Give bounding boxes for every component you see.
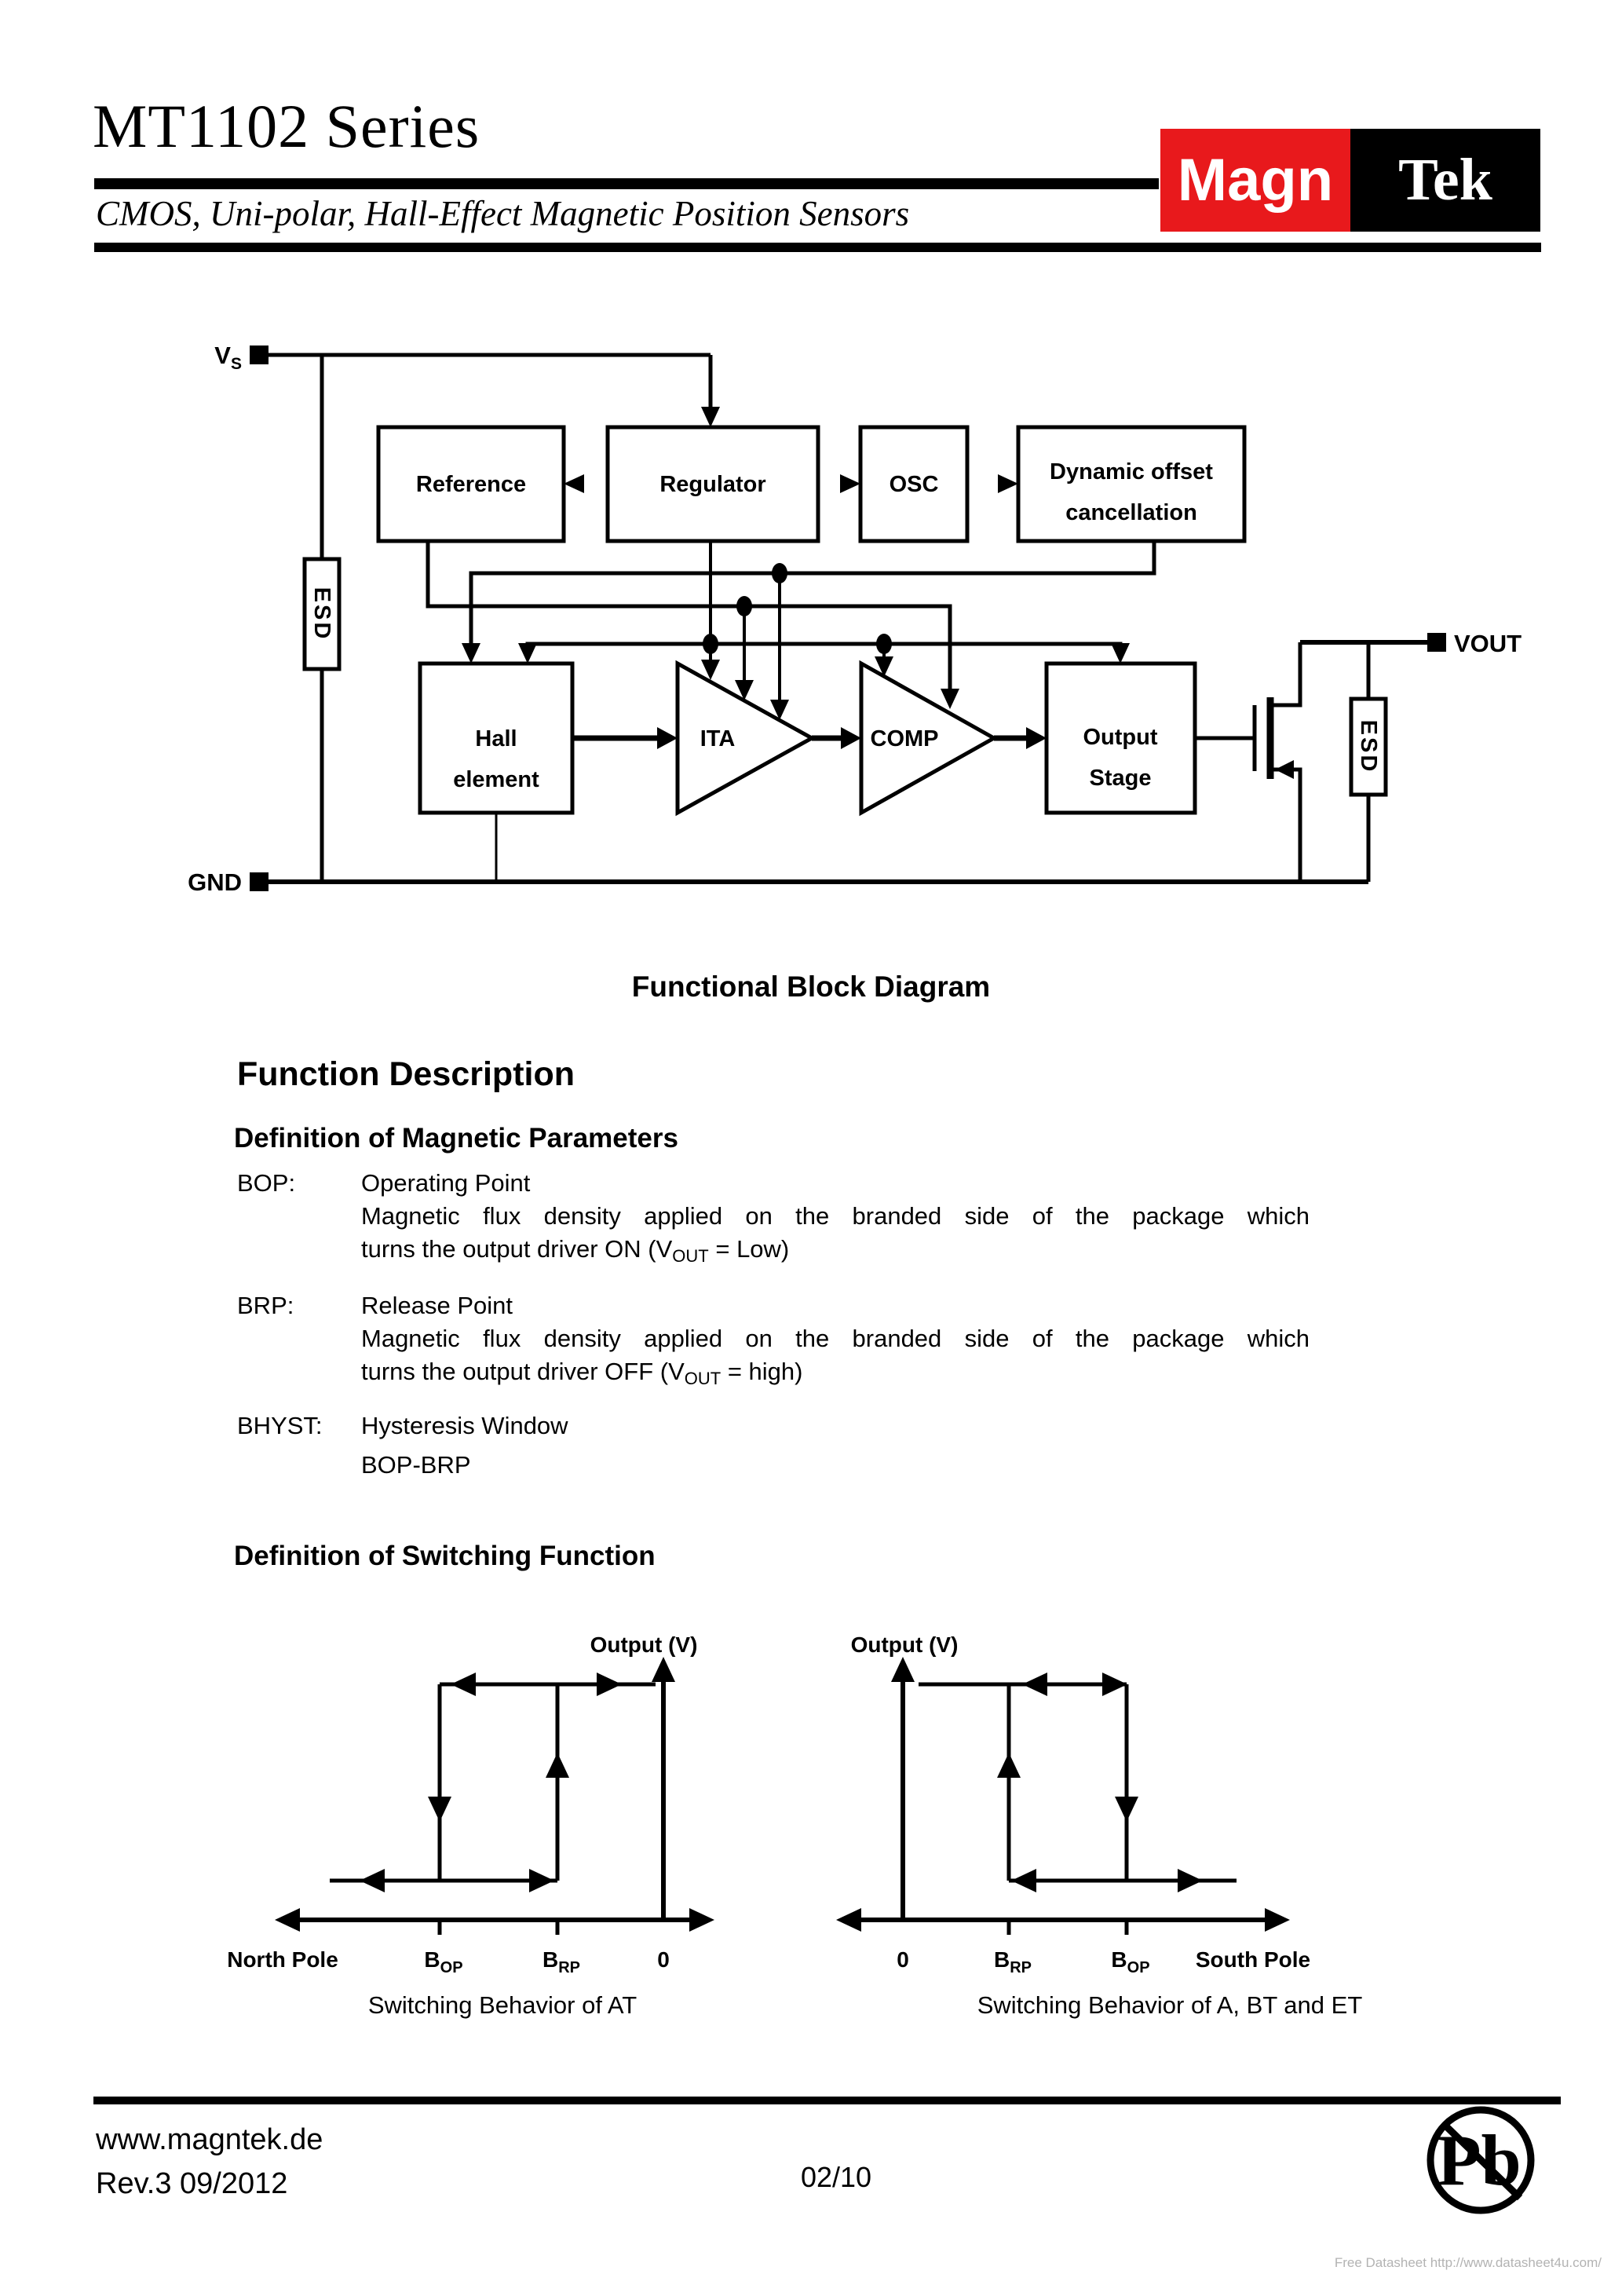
terminal-vs: VS: [214, 342, 269, 373]
output-stage-label-1: Output: [1083, 725, 1157, 750]
block-esd-right: ESD: [1349, 696, 1388, 797]
definition-body-line: Magnetic flux density applied on the bra…: [361, 1325, 1310, 1352]
gnd-label: GND: [188, 868, 242, 896]
left-graph-brp-label: BRP: [542, 1947, 580, 1976]
hall-label-1: Hall: [475, 726, 517, 751]
footer-revision: Rev.3 09/2012: [96, 2167, 288, 2200]
watermark-text: Free Datasheet http://www.datasheet4u.co…: [1334, 2255, 1602, 2270]
comp-label: COMP: [871, 726, 939, 751]
vs-label: V: [214, 342, 231, 369]
reference-label: Reference: [416, 472, 526, 497]
dynamic-offset-label-1: Dynamic offset: [1050, 459, 1213, 484]
output-stage-label-2: Stage: [1090, 766, 1152, 791]
definition-body-line: turns the output driver OFF (VOUT = high…: [361, 1358, 803, 1388]
functional-block-diagram: VS GND VOUT Reference Regulator OSC Dyna…: [188, 342, 1522, 896]
definition-title: Hysteresis Window: [361, 1412, 568, 1439]
block-regulator: Regulator: [605, 425, 820, 543]
right-graph-brp-label: BRP: [994, 1947, 1032, 1976]
definition-term: BOP:: [237, 1169, 296, 1197]
right-graph-south-pole-label: South Pole: [1196, 1947, 1310, 1972]
terminal-vout: VOUT: [1427, 630, 1522, 657]
definition-title: Operating Point: [361, 1169, 531, 1197]
dynamic-offset-label-2: cancellation: [1065, 500, 1197, 525]
right-graph-y-label: Output (V): [851, 1632, 959, 1657]
definition-brp: BRP: Release Point Magnetic flux density…: [237, 1289, 1313, 1395]
diagram-caption: Functional Block Diagram: [631, 971, 991, 1003]
svg-text:VS: VS: [214, 342, 242, 373]
definition-bop: BOP: Operating Point Magnetic flux densi…: [237, 1167, 1313, 1273]
left-graph-north-pole-label: North Pole: [227, 1947, 338, 1972]
magnetic-parameters-heading: Definition of Magnetic Parameters: [234, 1123, 678, 1153]
definition-body-line: Magnetic flux density applied on the bra…: [361, 1202, 1310, 1230]
left-graph-bop-label: BOP: [424, 1947, 462, 1976]
left-graph-caption: Switching Behavior of AT: [367, 1991, 637, 2019]
page-title: MT1102 Series: [93, 92, 480, 160]
block-output-stage: Output Stage: [1044, 661, 1197, 815]
regulator-label: Regulator: [659, 472, 765, 497]
page-number: 02/10: [800, 2161, 872, 2193]
junction-dots: [703, 563, 892, 654]
definition-term: BHYST:: [237, 1412, 323, 1439]
block-osc: OSC: [858, 425, 970, 543]
logo-magn: Magn: [1160, 129, 1350, 232]
vs-label-sub: S: [231, 355, 242, 373]
left-graph-origin-label: 0: [657, 1947, 670, 1972]
definition-term: BRP:: [237, 1292, 294, 1319]
switching-function-heading: Definition of Switching Function: [234, 1541, 656, 1571]
definition-bhyst: BHYST: Hysteresis Window BOP-BRP: [237, 1409, 1313, 1482]
ita-label: ITA: [700, 726, 736, 751]
block-esd-left: ESD: [302, 557, 342, 671]
footer-rule: [93, 2097, 1561, 2104]
osc-label: OSC: [890, 472, 939, 497]
title-rule: [94, 178, 1159, 189]
definition-body-line: BOP-BRP: [361, 1451, 471, 1479]
logo-tek: Tek: [1350, 129, 1540, 232]
magntek-logo: Magn Tek: [1160, 129, 1540, 232]
right-graph-origin-label: 0: [897, 1947, 909, 1972]
graph-at: Output (V) North Pole BOP BRP 0: [227, 1632, 714, 1976]
esd-left-label: ESD: [309, 587, 334, 642]
right-graph-caption: Switching Behavior of A, BT and ET: [977, 1991, 1363, 2019]
terminal-gnd: GND: [188, 868, 269, 896]
definition-title: Release Point: [361, 1292, 513, 1319]
page-subtitle: CMOS, Uni-polar, Hall-Effect Magnetic Po…: [96, 194, 910, 233]
block-reference: Reference: [376, 425, 566, 543]
subtitle-rule: [94, 243, 1541, 252]
diagram-arrowheads: [462, 407, 1294, 779]
block-hall-element: Hall element: [418, 661, 575, 815]
pb-free-icon: Pb: [1427, 2106, 1535, 2214]
graph-a-bt-et: Output (V) 0 BRP BOP South Pole: [836, 1632, 1310, 1976]
definition-body-line: turns the output driver ON (VOUT = Low): [361, 1235, 790, 1266]
footer-website: www.magntek.de: [96, 2123, 323, 2156]
switching-behavior-graphs: Output (V) North Pole BOP BRP 0: [227, 1632, 1310, 1976]
block-ita: ITA: [675, 660, 816, 817]
right-graph-bop-label: BOP: [1111, 1947, 1149, 1976]
esd-right-label: ESD: [1356, 720, 1381, 774]
block-comp: COMP: [859, 660, 999, 817]
vout-label: VOUT: [1454, 630, 1522, 657]
left-graph-y-label: Output (V): [590, 1632, 698, 1657]
block-dynamic-offset: Dynamic offset cancellation: [1016, 425, 1247, 543]
hall-label-2: element: [453, 767, 539, 792]
function-description-heading: Function Description: [237, 1055, 575, 1093]
